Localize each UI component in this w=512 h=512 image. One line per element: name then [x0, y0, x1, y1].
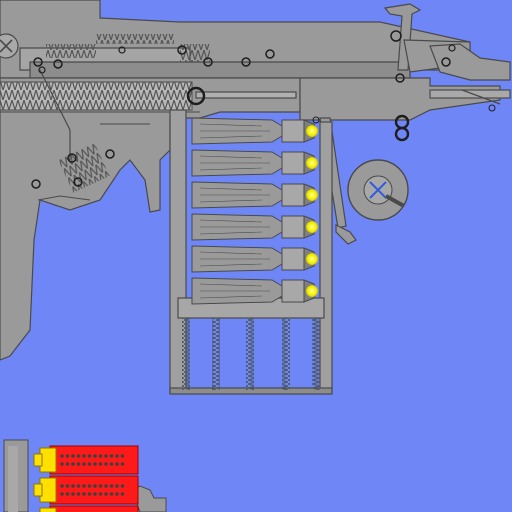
cartridge	[191, 245, 318, 273]
ring-pin-icon	[53, 59, 63, 69]
recoil-spring-top	[96, 34, 174, 44]
buffer-spring-coils	[0, 82, 192, 110]
cartridge	[191, 149, 318, 177]
ring-pin-icon	[390, 30, 402, 42]
cartridge	[191, 181, 318, 209]
bullet-tip	[306, 157, 318, 169]
spare-magazines	[33, 445, 139, 512]
bullet-tip	[306, 253, 318, 265]
cartridge	[191, 277, 318, 305]
ring-pin-icon	[265, 49, 275, 59]
ring-pin-icon	[488, 104, 496, 112]
bullet-tip	[306, 189, 318, 201]
ring-pin-icon	[448, 44, 456, 52]
magazine-springs	[182, 318, 320, 390]
ring-pin-icon	[203, 57, 213, 67]
ring-pin-icon	[67, 153, 77, 163]
spare-magazine	[39, 505, 139, 512]
ring-pin-icon	[73, 177, 83, 187]
ring-pin-icon	[31, 30, 496, 189]
stock-detail	[0, 111, 200, 201]
spare-magazine	[33, 475, 139, 505]
bullet-tip	[306, 125, 318, 137]
ring-pin-icon	[38, 66, 46, 74]
ring-pin-icon	[394, 126, 410, 142]
spare-magazine-rack	[3, 439, 167, 512]
cartridge	[191, 213, 318, 241]
x-screw-icon	[0, 33, 19, 59]
ring-pin-icon	[312, 116, 320, 124]
ring-pin-icon	[31, 179, 41, 189]
magazine-rounds	[191, 117, 318, 305]
x-screw-icon	[369, 181, 387, 199]
top-spring-right	[180, 44, 210, 62]
cartridge	[191, 117, 318, 145]
firing-spring	[46, 44, 96, 58]
ring-pin-icon	[186, 86, 206, 106]
ring-pin-icon	[441, 57, 451, 67]
ring-pin-icon	[177, 45, 187, 55]
bullet-tip	[306, 285, 318, 297]
bullet-tip	[306, 221, 318, 233]
ring-pin-icon	[105, 149, 115, 159]
guide-rods	[39, 69, 511, 160]
ring-pin-icon	[118, 46, 126, 54]
ring-pin-icon	[395, 73, 405, 83]
ring-pin-icon	[33, 57, 43, 67]
trigger-spring	[58, 143, 110, 193]
spare-magazine	[33, 445, 139, 475]
ring-pin-icon	[241, 57, 251, 67]
feed-wheel	[347, 159, 409, 221]
